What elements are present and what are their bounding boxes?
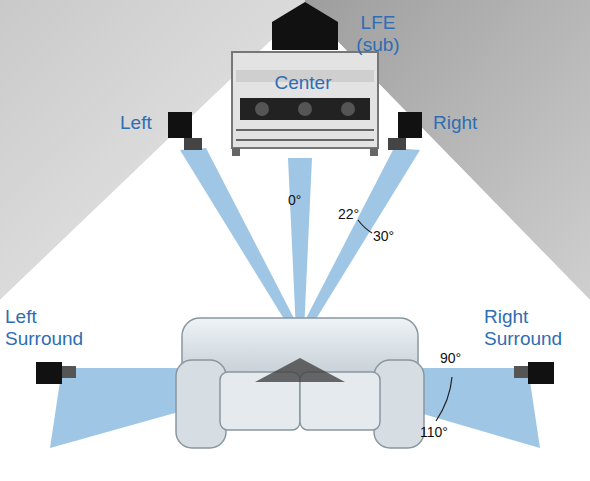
speaker-label: Center bbox=[263, 72, 343, 94]
speaker-label: Right Surround bbox=[484, 306, 584, 350]
angle-arc bbox=[436, 377, 452, 421]
right-surround-speaker bbox=[514, 362, 554, 384]
center-beam bbox=[288, 158, 312, 332]
left-surround-speaker bbox=[36, 362, 76, 384]
left-beam bbox=[180, 148, 300, 332]
sound-beams bbox=[50, 148, 540, 448]
angle-label: 30° bbox=[373, 228, 403, 244]
center-stand bbox=[232, 52, 378, 156]
angle-label: 22° bbox=[338, 206, 368, 222]
speaker-label: Left Surround bbox=[5, 306, 97, 350]
left-speaker bbox=[168, 112, 202, 150]
floor bbox=[0, 8, 590, 481]
angle-arc bbox=[358, 220, 372, 233]
angle-label: 110° bbox=[420, 424, 454, 440]
angle-label: 90° bbox=[440, 350, 470, 366]
speaker-label: LFE (sub) bbox=[352, 12, 404, 56]
angle-label: 0° bbox=[288, 192, 318, 208]
subwoofer bbox=[272, 2, 338, 50]
speaker-label: Left bbox=[120, 112, 170, 134]
right-beam bbox=[300, 148, 420, 332]
couch bbox=[176, 318, 424, 448]
speaker-label: Right bbox=[433, 112, 493, 134]
right-speaker bbox=[388, 112, 422, 150]
